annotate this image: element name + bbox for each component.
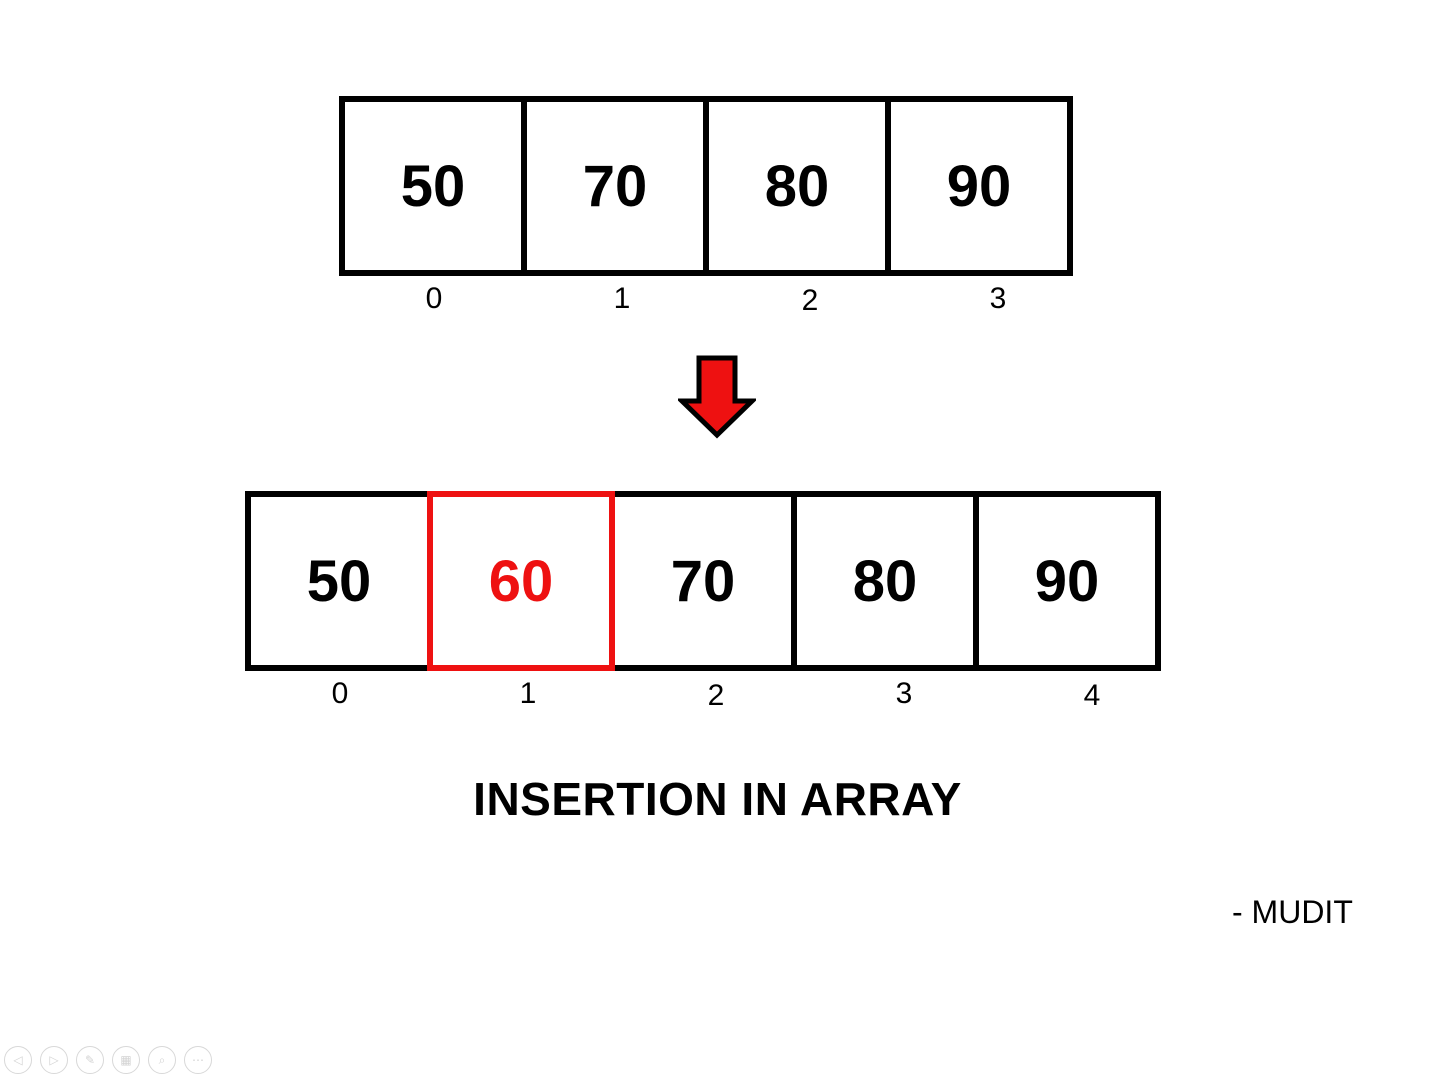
array-before-index: 3 xyxy=(989,282,1007,315)
next-icon[interactable]: ▷ xyxy=(40,1046,68,1074)
array-after-index: 3 xyxy=(895,677,913,710)
array-before-cell: 80 xyxy=(703,96,891,276)
inserted-cell: 60 xyxy=(427,491,615,671)
array-after-index: 0 xyxy=(331,677,349,710)
array-before-cell: 70 xyxy=(521,96,709,276)
pen-icon[interactable]: ✎ xyxy=(76,1046,104,1074)
down-arrow-icon xyxy=(678,355,756,439)
array-after-cell: 70 xyxy=(609,491,797,671)
array-after-index: 4 xyxy=(1083,679,1101,712)
zoom-icon[interactable]: ⌕ xyxy=(148,1046,176,1074)
author-credit: - MUDIT xyxy=(1232,894,1353,930)
array-after-index: 1 xyxy=(519,677,537,710)
array-before-cell: 90 xyxy=(885,96,1073,276)
more-icon[interactable]: ⋯ xyxy=(184,1046,212,1074)
array-after-index: 2 xyxy=(707,679,725,712)
array-after: 50 60 70 80 90 xyxy=(245,491,1161,671)
array-before-index: 0 xyxy=(425,282,443,315)
array-after-cell: 90 xyxy=(973,491,1161,671)
array-before-index: 2 xyxy=(801,284,819,317)
array-after-cell: 80 xyxy=(791,491,979,671)
array-before-index: 1 xyxy=(613,282,631,315)
array-after-cell: 50 xyxy=(245,491,433,671)
slides-icon[interactable]: ▦ xyxy=(112,1046,140,1074)
slide-title: INSERTION IN ARRAY xyxy=(473,773,962,825)
array-before: 50 70 80 90 xyxy=(339,96,1073,276)
previous-icon[interactable]: ◁ xyxy=(4,1046,32,1074)
slideshow-controls: ◁ ▷ ✎ ▦ ⌕ ⋯ xyxy=(4,1046,212,1074)
array-before-cell: 50 xyxy=(339,96,527,276)
